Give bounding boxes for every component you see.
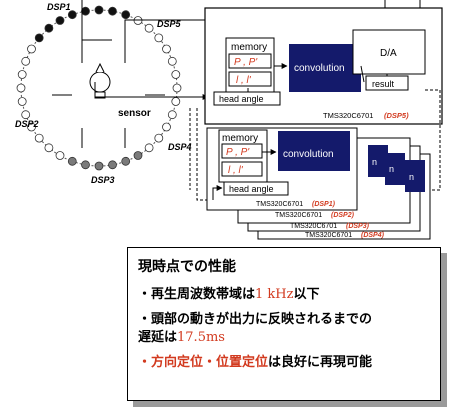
stack-chip-1: TMS320C6701 [256,201,303,208]
speaker-dot [44,23,54,33]
speaker-dot [67,156,77,166]
speaker-dot [172,83,182,93]
line1-suffix: 以下 [293,287,320,302]
memory-label: memory [231,42,267,53]
performance-title: 現時点での性能 [138,259,236,275]
line3-prefix: ・ [138,355,152,370]
speaker-dot [121,156,131,166]
speaker-dot [154,33,164,43]
speaker-dot [108,160,117,170]
speaker-dot [16,83,26,93]
line2-b-value: 17.5ms [177,330,225,345]
line3-red: 方向定位・位置定位 [151,355,269,370]
speaker-dot [17,97,27,106]
speaker-dot [121,10,131,20]
speaker-dot [55,151,65,160]
svg-text:n: n [389,164,394,174]
svg-text:n: n [351,157,356,167]
speaker-dot [17,70,27,79]
convolution-block [289,44,361,92]
performance-line-frequency: ・再生周波数帯域は1 kHz以下 [138,286,430,304]
performance-line-latency: ・頭部の動きが出力に反映されるまでの 遅延は17.5ms [138,311,430,347]
speaker-dot [55,16,65,25]
speaker-array [16,5,182,171]
speaker-dot [21,56,31,66]
speaker-dot [27,44,36,54]
speaker-dot [108,6,117,16]
line1-value: 1 kHz [255,287,294,302]
stack-chip-2-tag: (DSP2) [331,212,355,219]
speaker-dot [81,6,90,16]
speaker-dot [154,133,164,143]
stack-head-angle-box [223,181,289,196]
head-angle-box [213,91,281,106]
speaker-dot [162,44,171,54]
main-chip-dsp-tag: (DSP5) [384,111,409,120]
dsp-board-stack: convolution n n n n memory P , P' l , l'… [206,127,431,240]
stack-convolution-block [278,131,350,171]
speaker-dot [67,10,77,20]
reg-p-label: P , P' [234,57,258,68]
reg-l-label: l , l' [236,75,252,86]
dsp3-label: DSP3 [91,175,115,185]
speaker-dot [171,70,181,79]
stack-chip-3: TMS320C6701 [290,223,337,230]
speaker-dot [167,56,177,66]
head-angle-label: head angle [219,94,264,104]
result-label: result [372,79,395,89]
performance-line-localization: ・方向定位・位置定位は良好に再現可能 [138,354,430,372]
dsp2-label: DSP2 [15,119,39,129]
stack-chip-2: TMS320C6701 [275,212,322,219]
line2-a: ・頭部の動きが出力に反映されるまでの [138,312,373,327]
da-block [352,29,426,75]
speaker-dot [133,151,143,160]
stack-chip-3-tag: (DSP3) [346,223,370,230]
line1-prefix: ・再生周波数帯域は [138,287,256,302]
speaker-dot [44,143,54,153]
listener-head [89,71,111,93]
stack-chip-1-tag: (DSP1) [312,201,336,208]
svg-text:n: n [372,157,377,167]
speaker-dot [81,160,90,170]
main-board: memory P , P' l , l' convolution D/A res… [204,0,443,125]
convolution-label: convolution [294,63,345,74]
stack-reg-p-label: P , P' [226,147,250,158]
speaker-dot [94,161,104,171]
stack-chip-4: TMS320C6701 [305,232,352,239]
speaker-dot [144,23,154,33]
da-label: D/A [380,48,397,59]
stack-head-angle-label: head angle [229,184,274,194]
speaker-dot [27,122,36,132]
svg-text:n: n [409,172,414,182]
speaker-dot [144,143,154,153]
speaker-dot [162,122,171,132]
speaker-dot [167,110,177,120]
sensor-wire [94,82,209,100]
stack-memory-label: memory [222,133,258,144]
performance-summary-box: 現時点での性能 ・再生周波数帯域は1 kHz以下 ・頭部の動きが出力に反映される… [127,247,441,401]
speaker-dot [34,133,44,143]
stack-convolution-label: convolution [283,149,334,160]
line3-suffix: は良好に再現可能 [268,355,373,370]
speaker-dot [21,110,31,120]
speaker-dot [94,5,104,15]
speaker-dot [34,33,44,43]
speaker-dot [171,97,181,106]
stack-reg-l-label: l , l' [228,165,244,176]
main-chip-label: TMS320C6701 [323,111,373,120]
dsp4-label: DSP4 [168,142,192,152]
sensor-label: sensor [118,108,151,119]
line2-b-prefix: 遅延は [138,330,178,345]
dsp1-label: DSP1 [47,2,71,12]
dsp5-label: DSP5 [157,19,182,29]
stack-chip-4-tag: (DSP4) [361,232,385,239]
